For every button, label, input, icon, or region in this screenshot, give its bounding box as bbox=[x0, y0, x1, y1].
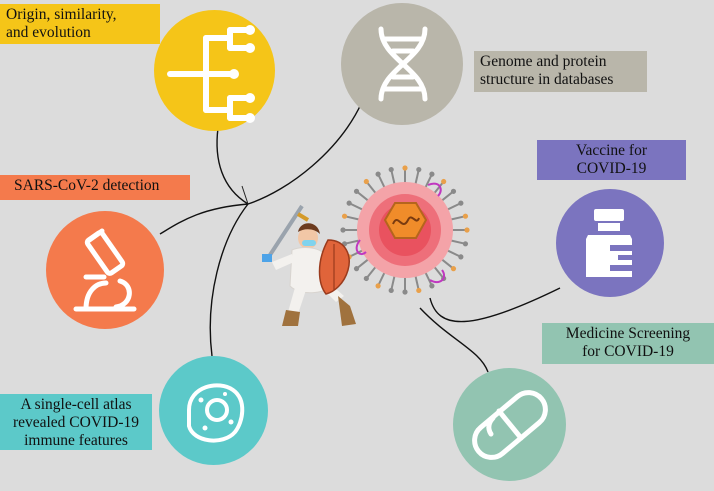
virus-spike bbox=[446, 249, 462, 258]
phylogenetic-tree-icon bbox=[167, 25, 255, 123]
virus-spike-tip bbox=[429, 283, 435, 289]
virus-spike-tip bbox=[464, 227, 470, 233]
virus-spike-tip bbox=[441, 178, 447, 185]
node-genome bbox=[341, 3, 463, 125]
connector-origin bbox=[216, 127, 249, 205]
virus-spike-tip bbox=[429, 171, 435, 177]
virus-spike-tip bbox=[450, 188, 457, 194]
vaccine-vial-icon bbox=[586, 209, 632, 277]
virus-spike-tip bbox=[363, 178, 369, 185]
virus-spike-tip bbox=[388, 166, 394, 173]
virus-spike bbox=[449, 239, 466, 245]
virus-spike bbox=[377, 271, 386, 287]
label-detection: SARS-CoV-2 detection bbox=[0, 175, 190, 200]
virus-spike-tip bbox=[462, 241, 469, 247]
virus-spike-tip bbox=[341, 213, 348, 219]
pill-capsule-icon bbox=[472, 390, 548, 460]
virus-spike bbox=[424, 173, 433, 189]
virus-spike bbox=[344, 239, 361, 245]
virus-spike-tip bbox=[416, 287, 422, 294]
virus-spike bbox=[432, 180, 445, 195]
virus-spike-tip bbox=[458, 254, 464, 260]
label-origin: Origin, similarity, and evolution bbox=[0, 4, 160, 44]
cell-icon bbox=[187, 383, 245, 443]
virus-spike bbox=[365, 180, 378, 195]
virus-spike bbox=[390, 274, 396, 291]
virus-spike-tip bbox=[402, 165, 408, 171]
virus-spike bbox=[344, 215, 361, 221]
virus-spike bbox=[355, 190, 370, 203]
virus-spike bbox=[355, 257, 370, 270]
virus-spike-tip bbox=[363, 275, 369, 282]
label-genome: Genome and protein structure in database… bbox=[474, 51, 647, 92]
virus-spike-tip bbox=[353, 188, 360, 194]
dna-helix-icon bbox=[378, 26, 428, 102]
virus-spike bbox=[414, 169, 420, 186]
virus-spike-tip bbox=[416, 166, 422, 173]
scientist-hero-icon bbox=[262, 204, 356, 326]
connector-detection bbox=[159, 203, 249, 235]
node-vaccine bbox=[556, 189, 664, 297]
connector-stub bbox=[241, 185, 249, 205]
virus-spike bbox=[440, 190, 455, 203]
virus-spike bbox=[348, 249, 364, 258]
connector-atlas bbox=[209, 203, 249, 357]
virus-spike bbox=[449, 215, 466, 221]
virus-spike-tip bbox=[375, 171, 381, 177]
virus-spike bbox=[414, 274, 420, 291]
connector-genome bbox=[247, 101, 363, 205]
node-atlas bbox=[159, 356, 268, 465]
virus-spike-tip bbox=[458, 200, 464, 206]
node-origin bbox=[154, 10, 275, 131]
virus-spike bbox=[390, 169, 396, 186]
node-medicine bbox=[453, 368, 566, 481]
virus-spike bbox=[348, 202, 364, 211]
label-atlas: A single-cell atlas revealed COVID-19 im… bbox=[0, 394, 152, 450]
connector-lines bbox=[159, 101, 561, 373]
virus-spike-tip bbox=[388, 287, 394, 294]
connector-medicine bbox=[419, 307, 489, 373]
coronavirus-icon bbox=[340, 165, 470, 295]
virus-spike-tip bbox=[340, 227, 346, 233]
virus-spike-tip bbox=[450, 266, 457, 272]
virus-spike bbox=[377, 173, 386, 189]
virus-spike bbox=[365, 265, 378, 280]
virus-spike bbox=[424, 271, 433, 287]
virus-spike-tip bbox=[402, 289, 408, 295]
virus-spike bbox=[446, 202, 462, 211]
virus-spike-tip bbox=[462, 213, 469, 219]
label-vaccine: Vaccine for COVID-19 bbox=[537, 140, 686, 180]
virus-spike bbox=[440, 257, 455, 270]
label-medicine: Medicine Screening for COVID-19 bbox=[542, 323, 714, 364]
virus-spike-tip bbox=[375, 283, 381, 289]
node-detection bbox=[46, 211, 164, 329]
microscope-icon bbox=[73, 228, 137, 312]
virus-spike-tip bbox=[346, 200, 352, 206]
virus-spike-tip bbox=[353, 266, 360, 272]
virus-spike bbox=[432, 265, 445, 280]
connector-vaccine bbox=[429, 287, 561, 323]
